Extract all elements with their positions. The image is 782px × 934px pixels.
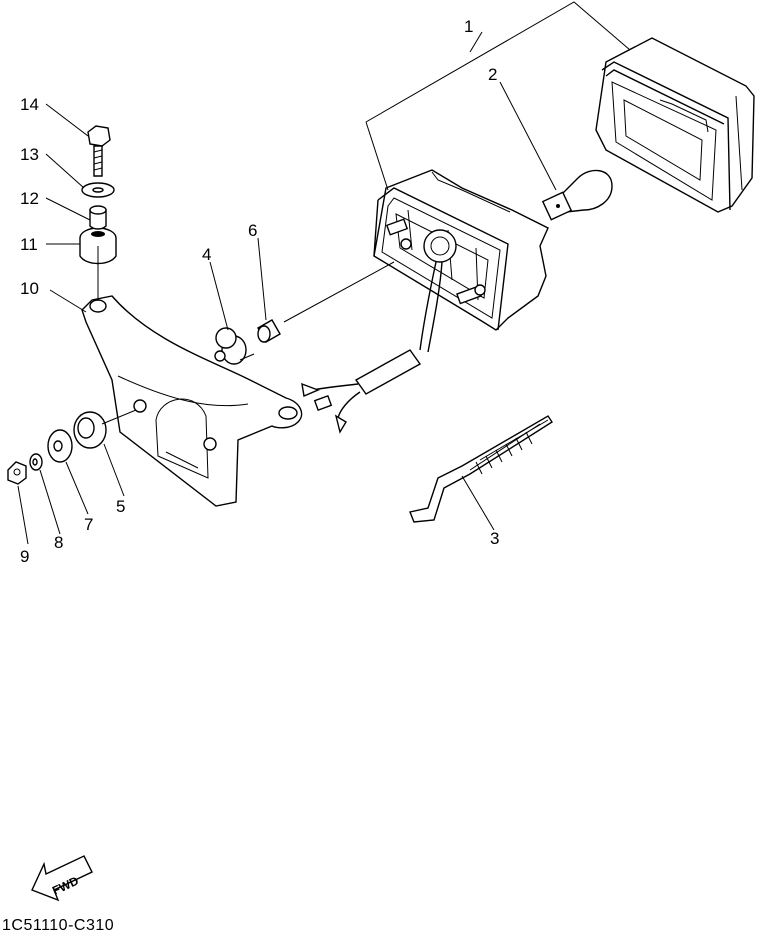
callout-8: 8 [54, 533, 63, 552]
diagram-part-code: 1C51110-C310 [2, 917, 114, 934]
damper-5 [73, 411, 107, 449]
cable-tie [409, 415, 553, 523]
washer-13 [81, 182, 115, 198]
tail-lamp-housing [373, 169, 549, 331]
callout-1: 1 [464, 17, 473, 36]
washer-7 [47, 429, 73, 463]
callout-11: 11 [20, 235, 38, 254]
callout-numbers: 1 2 3 4 5 6 7 8 9 10 11 12 13 14 [20, 17, 499, 566]
fwd-arrow: FWD [31, 855, 93, 902]
callout-2: 2 [488, 65, 497, 84]
callout-13: 13 [20, 145, 39, 164]
lock-washer-8 [29, 453, 43, 471]
tail-lamp-lens [595, 37, 755, 213]
callout-6: 6 [248, 221, 257, 240]
callout-5: 5 [116, 497, 125, 516]
collar-6 [257, 319, 281, 343]
callout-7: 7 [84, 515, 93, 534]
leader-lines [17, 1, 631, 545]
lamp-wiring-harness [301, 261, 443, 434]
callout-10: 10 [20, 279, 39, 298]
assembly-lines [97, 246, 549, 461]
license-bracket [81, 295, 303, 507]
callout-4: 4 [202, 245, 211, 264]
bulb [541, 169, 613, 221]
collar-12 [89, 205, 107, 230]
bolt-14 [87, 125, 111, 177]
grommet-4 [214, 327, 247, 365]
callout-14: 14 [20, 95, 39, 114]
callout-9: 9 [20, 547, 29, 566]
callout-3: 3 [490, 529, 499, 548]
callout-12: 12 [20, 189, 39, 208]
nut-9 [7, 461, 27, 485]
